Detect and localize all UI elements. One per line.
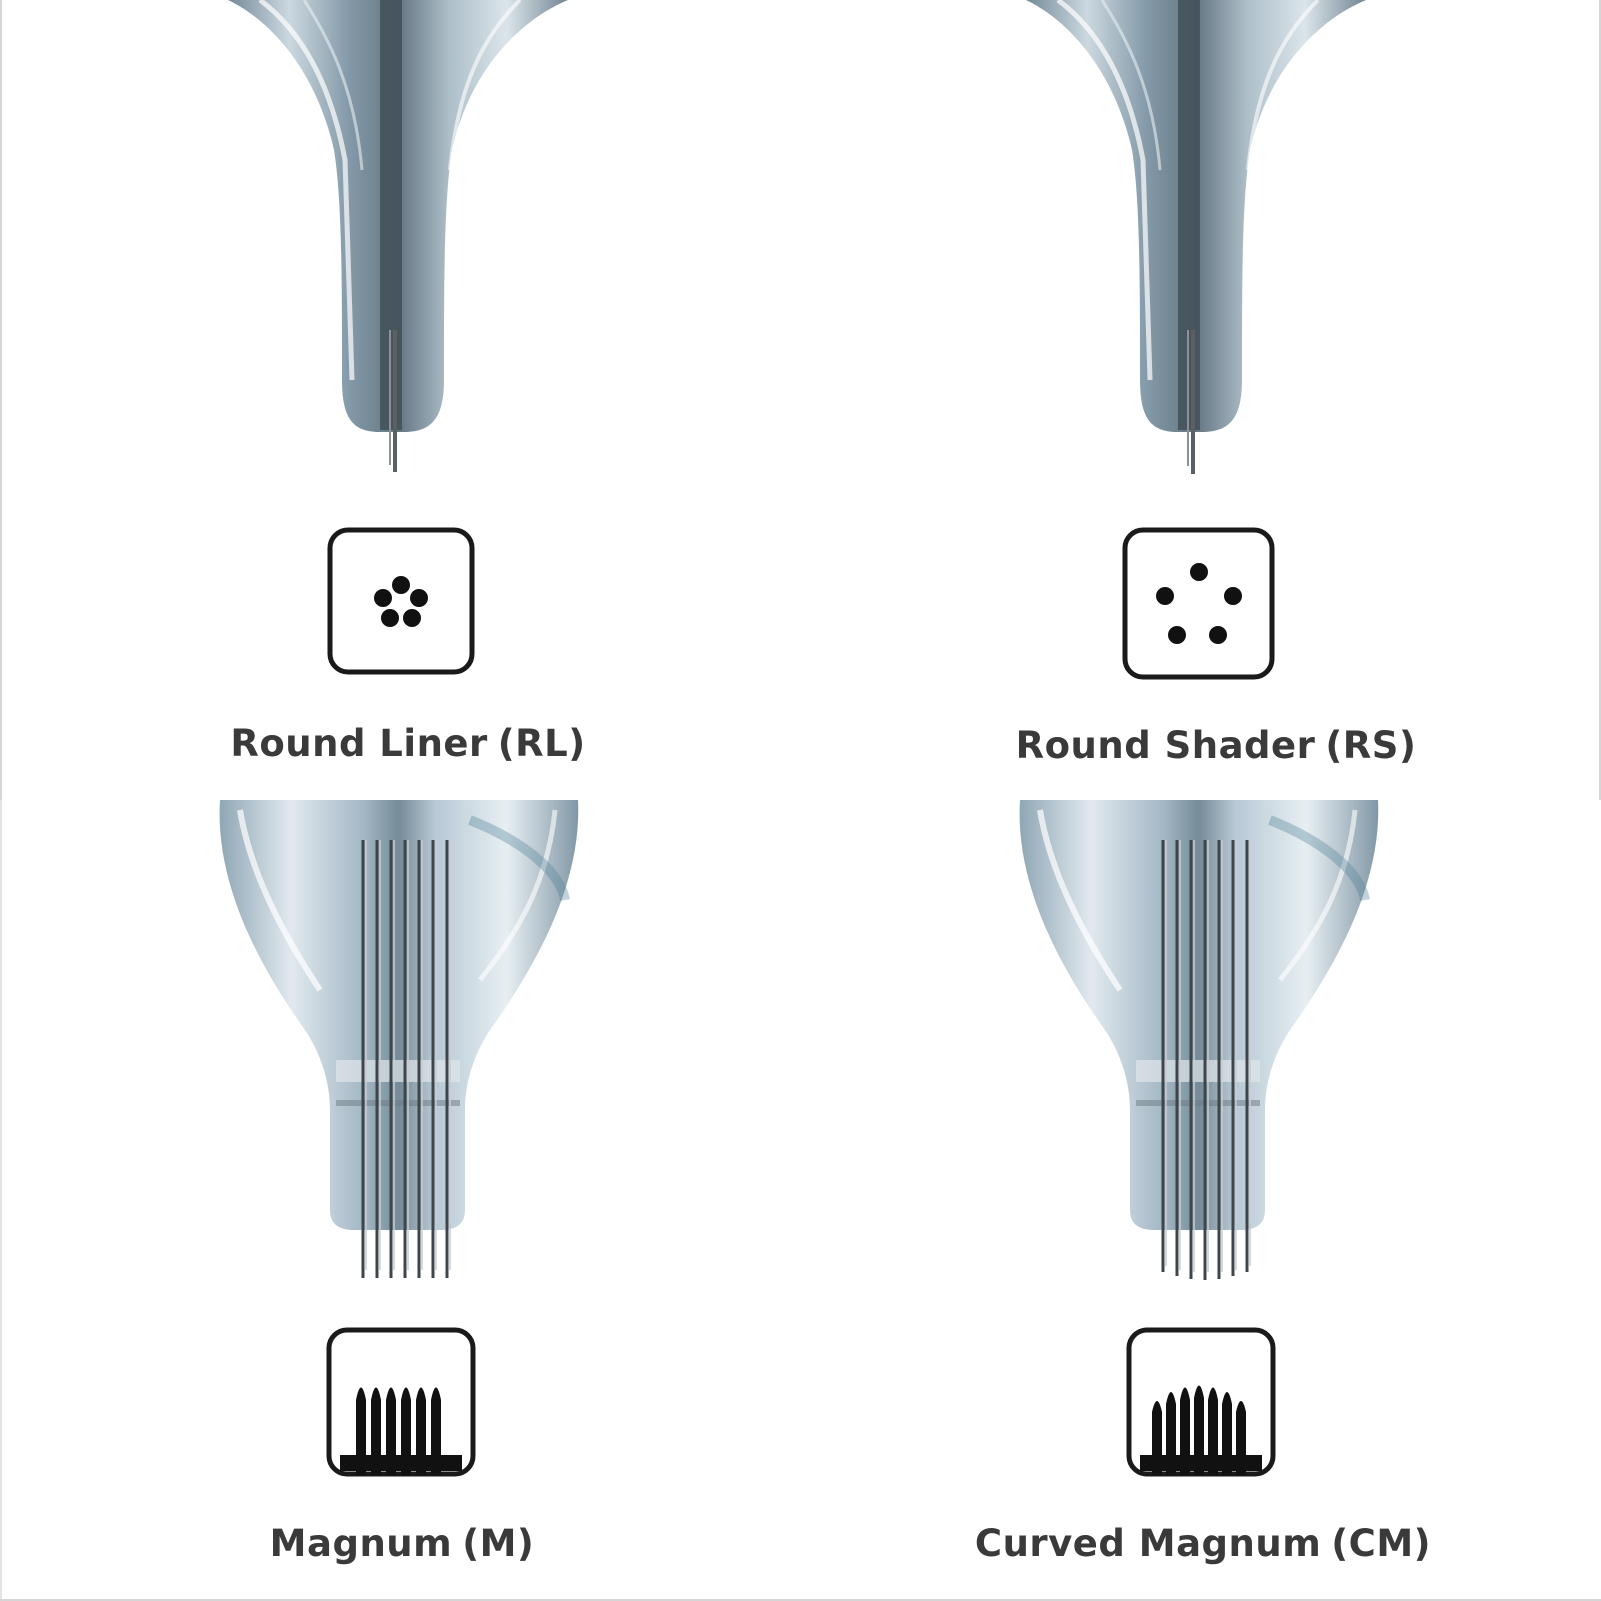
magnum-label: Magnum(M) <box>270 1522 535 1565</box>
magnum-abbr: (M) <box>462 1522 535 1565</box>
round-shader-cartridge <box>1026 0 1366 474</box>
round-shader-icon <box>1122 527 1275 680</box>
round-liner-label: Round Liner(RL) <box>230 722 585 765</box>
round-shader-abbr: (RS) <box>1325 724 1417 767</box>
round-shader-label: Round Shader(RS) <box>1016 724 1417 767</box>
panel-border-right <box>1599 0 1601 800</box>
magnum-icon <box>326 1327 476 1477</box>
curved-magnum-label: Curved Magnum(CM) <box>975 1522 1431 1565</box>
curved-magnum-abbr: (CM) <box>1331 1522 1432 1565</box>
round-liner-cartridge <box>228 0 568 472</box>
round-liner-icon <box>327 527 475 675</box>
magnum-cartridge <box>219 800 579 1278</box>
magnum-name: Magnum <box>269 1522 453 1565</box>
curved-magnum-icon <box>1126 1327 1276 1477</box>
curved-magnum-cartridge <box>1019 800 1379 1280</box>
panel-border-bottom <box>0 1599 1601 1601</box>
round-liner-name: Round Liner <box>230 722 488 765</box>
panel-border-left-lower <box>0 800 2 1601</box>
curved-magnum-name: Curved Magnum <box>974 1522 1322 1565</box>
round-liner-abbr: (RL) <box>497 722 586 765</box>
round-shader-name: Round Shader <box>1015 724 1316 767</box>
panel-border-left <box>0 0 2 800</box>
